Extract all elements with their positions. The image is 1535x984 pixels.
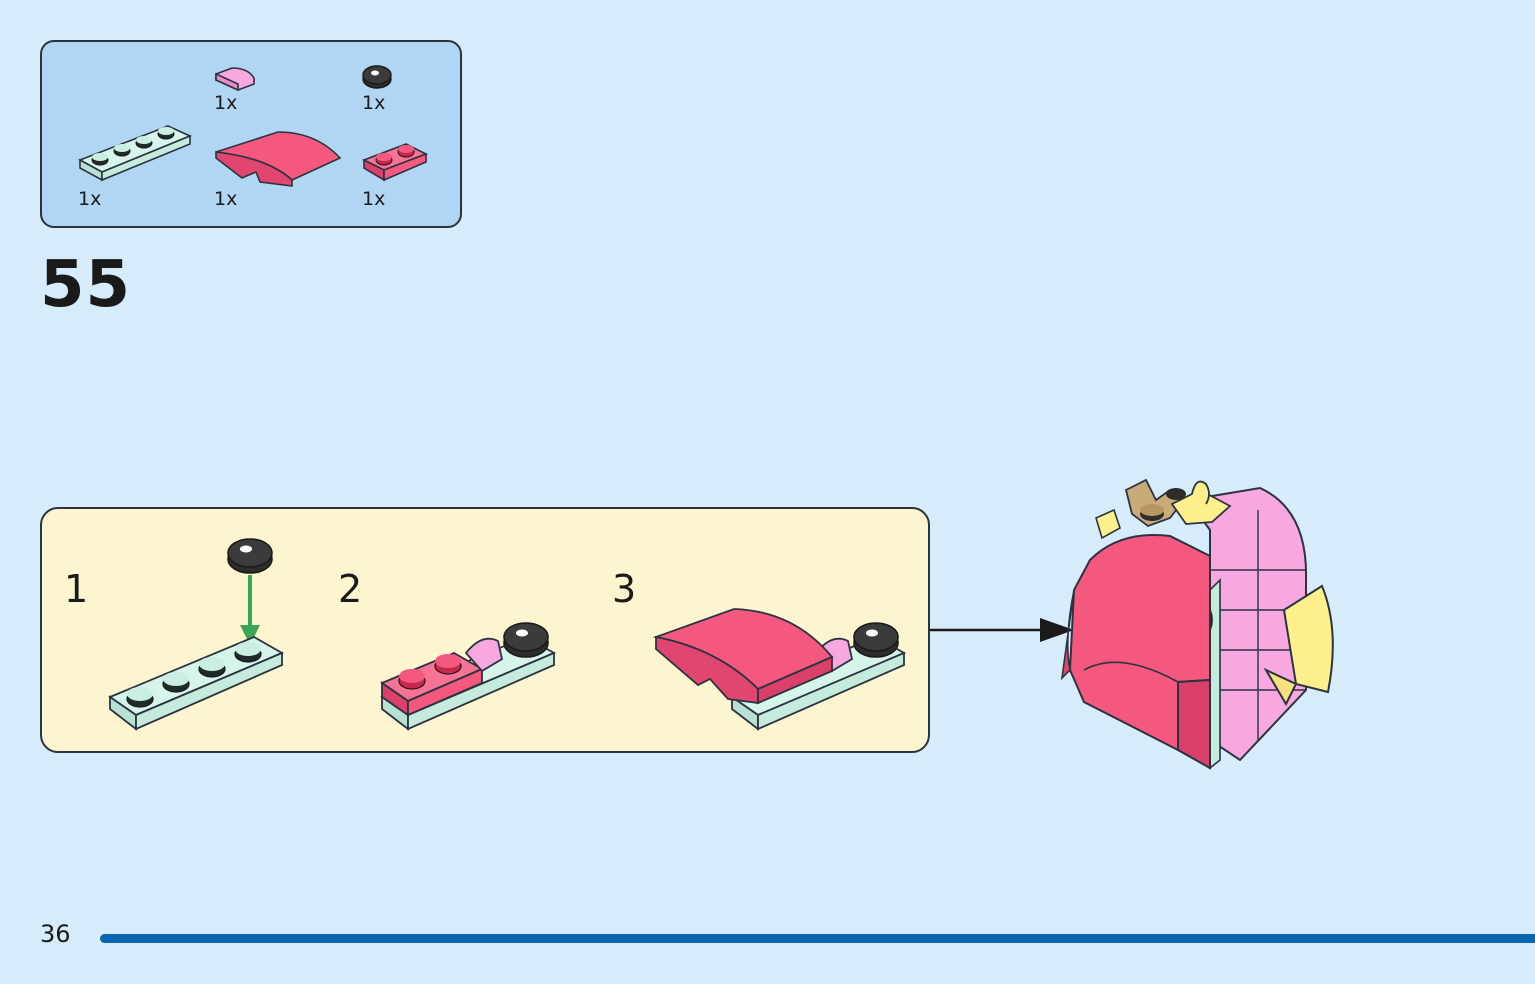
bird-model-illustration [1060, 478, 1334, 770]
black-round-tile-icon [362, 65, 392, 89]
substep-label: 1 [64, 567, 89, 611]
quantity-label: 1x [214, 92, 238, 114]
parts-list-panel: 1x 1x 1x 1x [40, 40, 462, 228]
quantity-label: 1x [78, 188, 102, 210]
substep-label: 3 [612, 567, 637, 611]
substep-3-illustration [652, 608, 907, 731]
pink-quarter-tile-icon [215, 67, 255, 92]
substep-callout-panel: 1 2 3 [40, 507, 930, 753]
coral-plate-icon [362, 143, 428, 182]
step-number: 55 [40, 248, 132, 322]
substep-1-illustration [108, 538, 285, 731]
quantity-label: 1x [214, 188, 238, 210]
page-number: 36 [40, 920, 71, 948]
substep-label: 2 [338, 567, 363, 611]
page-footer-rule [100, 934, 1535, 943]
substep-2-illustration [380, 622, 557, 731]
quantity-label: 1x [362, 92, 386, 114]
callout-arrow-icon [930, 618, 1074, 642]
coral-curved-slope-icon [215, 131, 342, 187]
quantity-label: 1x [362, 188, 386, 210]
mint-plate-icon [78, 125, 193, 182]
